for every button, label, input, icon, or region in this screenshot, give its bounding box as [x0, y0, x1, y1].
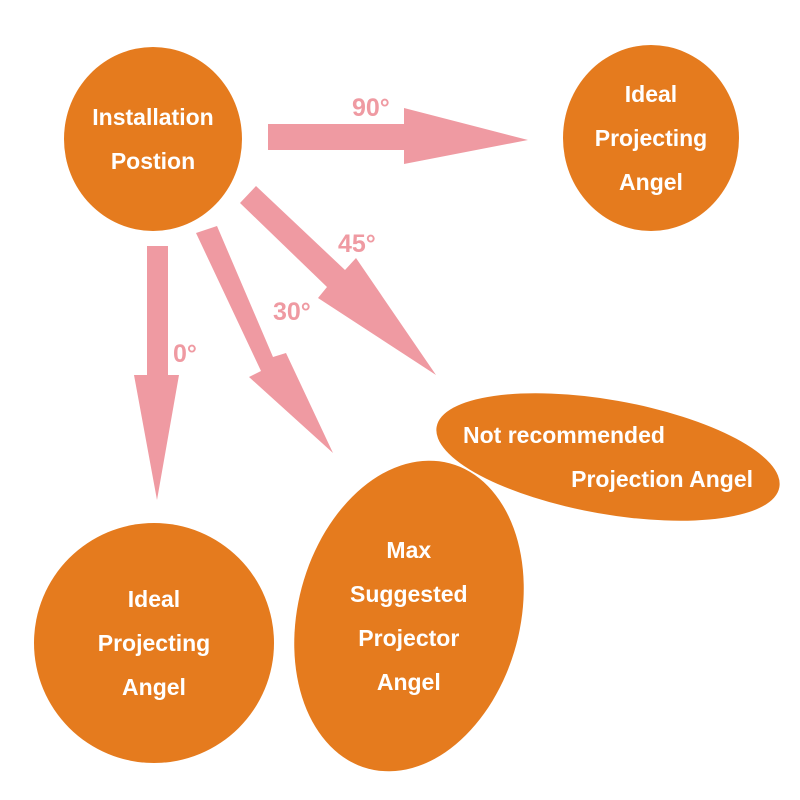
- angle-label-90: 90°: [352, 94, 390, 122]
- arrow-30: [196, 226, 333, 453]
- node-installation-position: Installation Postion: [64, 47, 242, 231]
- angle-label-0: 0°: [173, 340, 197, 368]
- node-line: Angel: [122, 674, 186, 700]
- node-line: Projector: [358, 624, 460, 651]
- arrow-45: [240, 186, 436, 375]
- node-line: Not recommended: [463, 422, 665, 448]
- angle-label-30: 30°: [273, 298, 311, 326]
- arrow-90: [268, 108, 528, 164]
- node-ideal-projecting-angle-bottom: Ideal Projecting Angel: [34, 523, 274, 763]
- node-ideal-projecting-angle-top: Ideal Projecting Angel: [563, 45, 739, 231]
- node-text-group: Not recommended Projection Angel: [463, 413, 753, 501]
- arrow-0: [134, 246, 179, 500]
- node-line: Postion: [110, 148, 196, 174]
- node-line: Projecting: [97, 630, 211, 656]
- node-line: Installation: [92, 104, 214, 130]
- node-line: Suggested: [350, 580, 468, 607]
- node-line: Ideal: [624, 81, 678, 107]
- angle-label-45: 45°: [338, 230, 376, 258]
- node-line: Angel: [377, 668, 441, 695]
- node-line: Angel: [619, 169, 683, 195]
- node-line: Projection Angel: [571, 466, 753, 492]
- node-line: Projecting: [594, 125, 708, 151]
- node-line: Max: [386, 536, 432, 563]
- node-line: Ideal: [127, 586, 181, 612]
- node-text-group: Max Suggested Projector Angel: [350, 528, 468, 704]
